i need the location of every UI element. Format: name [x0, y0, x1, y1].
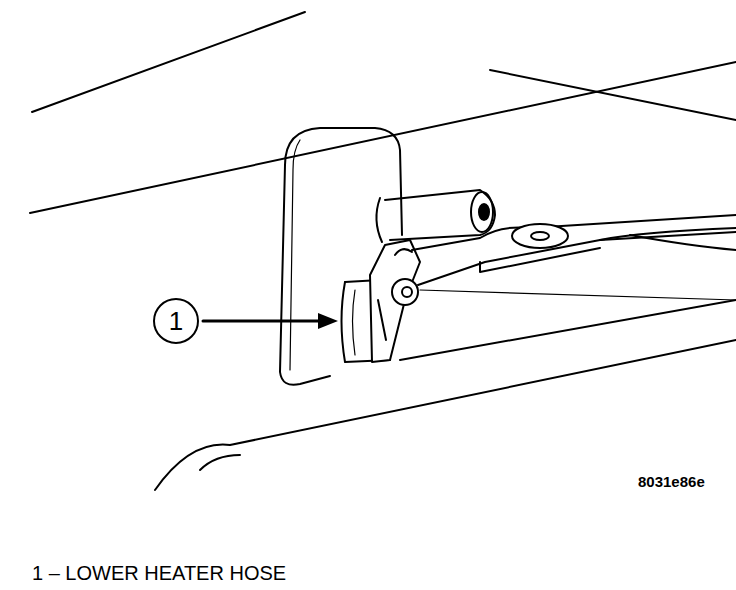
- legend-key: 1 – LOWER HEATER HOSE: [32, 563, 286, 583]
- callout-number: 1: [169, 308, 183, 334]
- heater-housing: [280, 165, 330, 385]
- arrowhead: [318, 313, 338, 329]
- upper-tube-end: [471, 192, 493, 232]
- upper-tube: [385, 190, 495, 240]
- upper-tube-collar: [376, 198, 382, 242]
- lower-body: [155, 340, 736, 490]
- callout-circle: 1: [153, 298, 199, 344]
- heater-housing: [285, 128, 402, 235]
- pliers-handle: [600, 228, 736, 240]
- panel-edge: [30, 62, 736, 213]
- lower-body: [200, 455, 240, 470]
- panel-edge: [32, 12, 305, 112]
- pliers-pivot: [512, 224, 568, 248]
- body-edge: [420, 290, 736, 300]
- upper-tube-bore: [479, 204, 489, 220]
- pliers-handle: [630, 235, 736, 250]
- clamp-tang: [392, 279, 418, 305]
- leader-arrow: [203, 320, 322, 323]
- panel-edge: [490, 70, 736, 120]
- heater-housing-edge: [290, 140, 300, 370]
- pliers-pivot: [531, 232, 549, 240]
- figure-id: 8031e86e: [638, 474, 705, 489]
- pliers-jaw: [480, 248, 600, 272]
- hose-clamp: [370, 240, 420, 362]
- pliers-jaw: [418, 232, 736, 285]
- clamp-tang-hole: [402, 287, 412, 297]
- clamp-tang: [395, 249, 412, 255]
- hose-clamp: [378, 300, 386, 340]
- lower-hose-bead: [353, 290, 356, 355]
